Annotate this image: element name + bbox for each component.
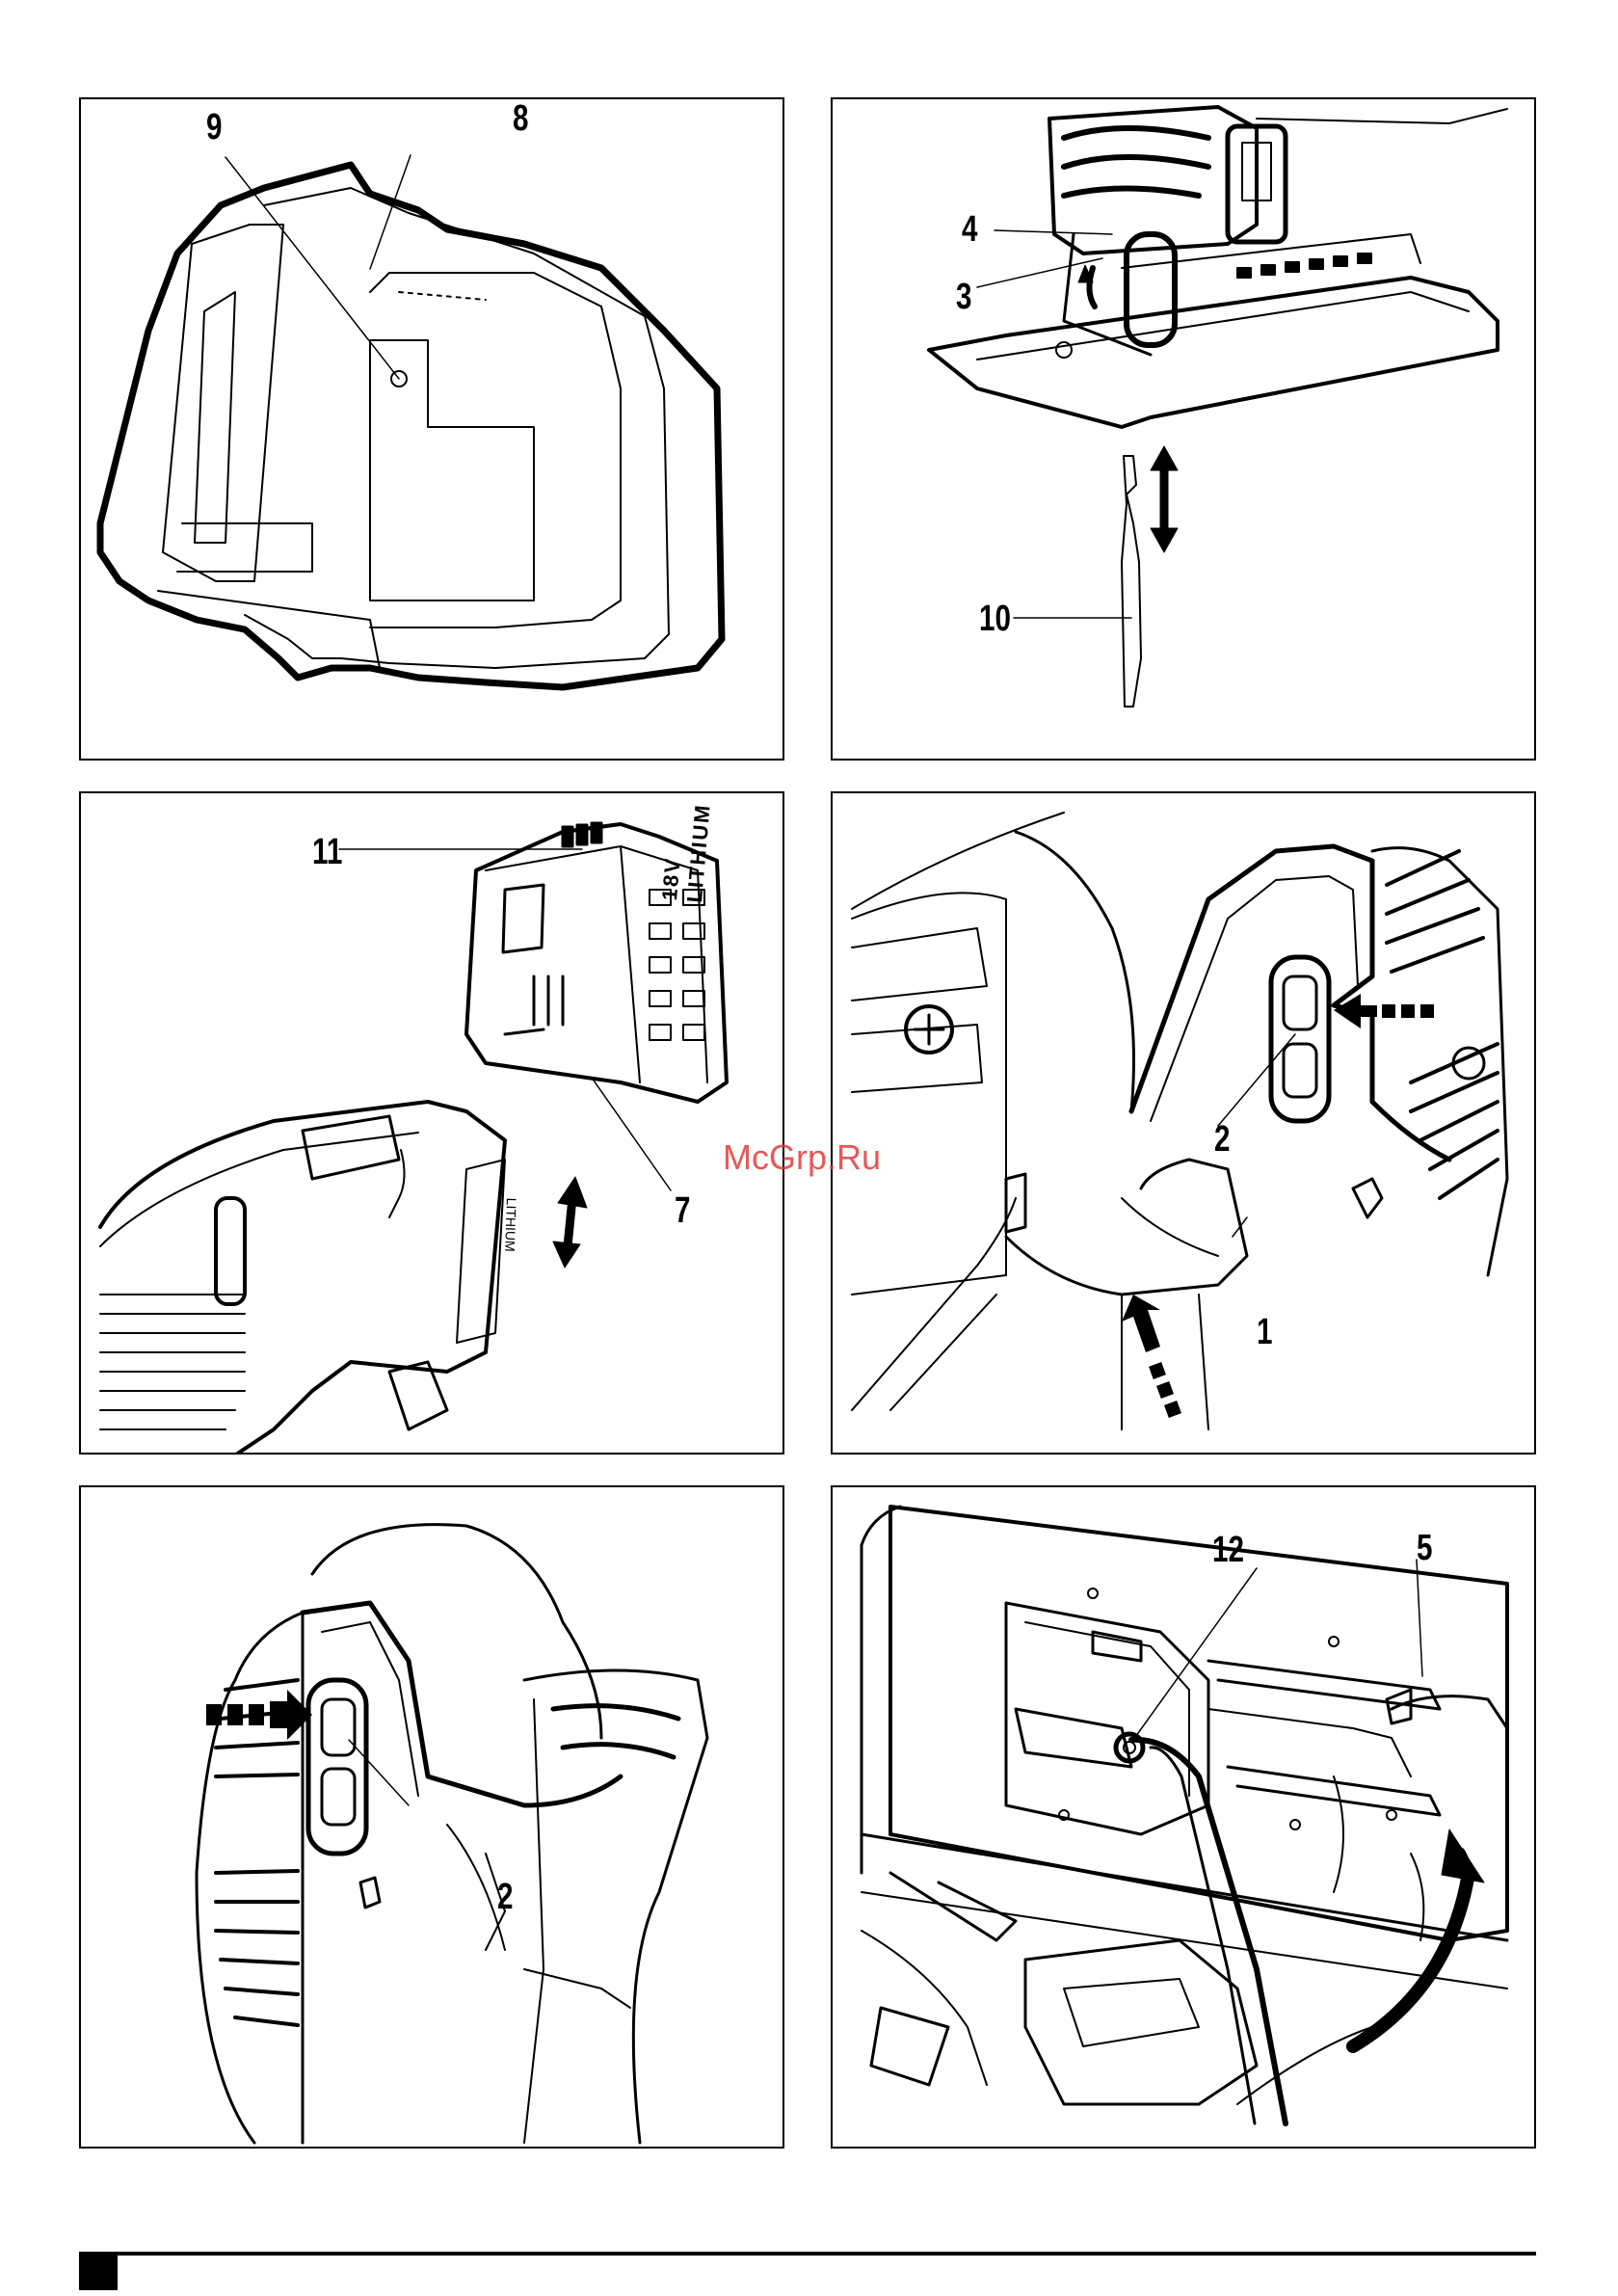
callout-number: 2 — [1214, 1121, 1230, 1158]
figure-shoe-bevel: 12 5 — [831, 1485, 1536, 2149]
switch-lock-illustration — [833, 793, 1534, 1453]
callout-number: 12 — [1212, 1532, 1244, 1568]
figure-charger: 9 8 — [79, 97, 784, 761]
callout-number: 2 — [497, 1879, 513, 1915]
figure-switch-lock: 2 1 — [831, 791, 1536, 1455]
footer-page-marker — [79, 2252, 118, 2290]
callout-number: 10 — [979, 601, 1011, 637]
callout-number: 1 — [1257, 1314, 1272, 1350]
callout-number: 11 — [312, 834, 342, 870]
tool-label: LITHIUM — [502, 1197, 519, 1252]
figure-battery-insertion: 11 7 18V LITHIUM LITHIUM — [79, 791, 784, 1455]
charger-illustration — [81, 99, 782, 759]
callout-number: 9 — [206, 109, 222, 146]
callout-number: 8 — [513, 100, 528, 137]
watermark: McGrp.Ru — [723, 1137, 881, 1178]
shoe-bevel-illustration — [833, 1487, 1534, 2147]
switch-push-illustration — [81, 1487, 782, 2147]
figure-blade-insertion: 4 3 10 — [831, 97, 1536, 761]
callout-number: 5 — [1417, 1530, 1432, 1566]
figure-switch-push: 2 — [79, 1485, 784, 2149]
footer-rule — [79, 2252, 1536, 2256]
jigsaw-blade-illustration — [833, 99, 1534, 759]
callout-number: 3 — [956, 279, 971, 315]
callout-number: 4 — [962, 211, 977, 248]
callout-number: 7 — [675, 1192, 690, 1229]
